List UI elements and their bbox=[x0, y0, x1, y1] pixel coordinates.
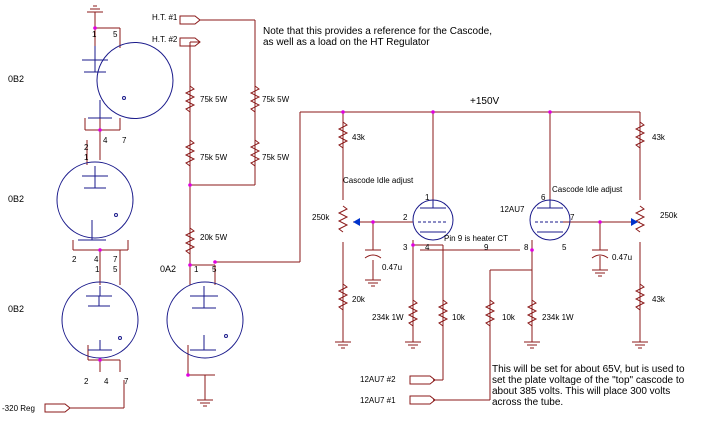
value-r75-4: 75k 5W bbox=[262, 153, 290, 162]
tube-0a2 bbox=[166, 281, 244, 359]
pin: 1 bbox=[95, 265, 100, 274]
value-pot-right: 250k bbox=[660, 211, 678, 220]
pin: 9 bbox=[484, 243, 489, 252]
capacitors bbox=[364, 249, 609, 270]
label-heater: Pin 9 is heater CT bbox=[444, 234, 508, 243]
label-ht2: H.T. #2 bbox=[152, 35, 178, 44]
pin: 2 bbox=[84, 143, 89, 152]
label-ht1: H.T. #1 bbox=[152, 13, 178, 22]
connector-flags bbox=[44, 15, 436, 413]
pin: 2 bbox=[72, 255, 77, 264]
pin: 4 bbox=[425, 243, 430, 252]
label-12au7-2: 12AU7 #2 bbox=[360, 375, 396, 384]
value-r75-2: 75k 5W bbox=[200, 153, 228, 162]
pin: 5 bbox=[113, 30, 118, 39]
note-bottom-line-4: across the tube. bbox=[492, 397, 563, 408]
value-r75-1: 75k 5W bbox=[200, 95, 228, 104]
tube-labels: 0B2 0B2 0B2 0A2 12AU7 bbox=[8, 74, 525, 314]
pin: 7 bbox=[124, 377, 129, 386]
value-c-left: 0.47u bbox=[382, 263, 402, 272]
label-0b2-b: 0B2 bbox=[8, 194, 24, 204]
value-r234-right: 234k 1W bbox=[542, 313, 574, 322]
value-r10k-right: 10k bbox=[502, 313, 516, 322]
component-values: 75k 5W 75k 5W 75k 5W 75k 5W 20k 5W 43k 4… bbox=[200, 95, 678, 322]
value-r20k: 20k bbox=[352, 295, 366, 304]
label-0b2-c: 0B2 bbox=[8, 304, 24, 314]
label-neg-reg: -320 Reg bbox=[2, 404, 35, 413]
pin: 1 bbox=[425, 193, 430, 202]
wiring bbox=[70, 12, 641, 409]
value-r43k-left: 43k bbox=[352, 133, 366, 142]
pin: 7 bbox=[113, 255, 118, 264]
pin: 1 bbox=[84, 153, 89, 162]
pin: 4 bbox=[104, 377, 109, 386]
pin: 6 bbox=[541, 193, 546, 202]
pin: 4 bbox=[94, 255, 99, 264]
value-r20k5w: 20k 5W bbox=[200, 233, 228, 242]
pin: 1 bbox=[92, 30, 97, 39]
note-top-line-1: Note that this provides a reference for … bbox=[263, 26, 492, 37]
pin: 5 bbox=[562, 243, 567, 252]
pin: 2 bbox=[84, 377, 89, 386]
label-12au7-1: 12AU7 #1 bbox=[360, 396, 396, 405]
tube-12au7-left bbox=[412, 199, 454, 241]
label-idle-left: Cascode Idle adjust bbox=[343, 176, 414, 185]
value-r43k-right-top: 43k bbox=[652, 133, 666, 142]
note-bottom-line-3: about 385 volts. This will place 300 vol… bbox=[492, 386, 670, 397]
tube-0b2-bottom bbox=[61, 281, 139, 359]
tube-0b2-middle bbox=[56, 161, 134, 241]
pin: 8 bbox=[524, 243, 529, 252]
tube-0b2-top bbox=[82, 42, 174, 119]
pin-numbers: 1 5 2 1 4 7 2 4 7 1 5 2 4 7 1 5 1 2 3 4 … bbox=[72, 30, 575, 386]
label-12au7: 12AU7 bbox=[500, 205, 525, 214]
value-c-right: 0.47u bbox=[612, 253, 632, 262]
value-r10k-left: 10k bbox=[452, 313, 466, 322]
note-bottom-line-1: This will be set for about 65V, but is u… bbox=[492, 364, 685, 375]
connector-labels: H.T. #1 H.T. #2 -320 Reg 12AU7 #2 12AU7 … bbox=[2, 13, 396, 413]
pin: 7 bbox=[570, 213, 575, 222]
tube-12au7-right bbox=[529, 199, 571, 241]
pin: 4 bbox=[103, 136, 108, 145]
pot-wiper-left bbox=[353, 218, 360, 226]
pin: 5 bbox=[212, 265, 217, 274]
pin: 5 bbox=[113, 265, 118, 274]
pin: 7 bbox=[122, 136, 127, 145]
annotation-notes: Note that this provides a reference for … bbox=[263, 26, 685, 408]
circuit-labels: +150V Cascode Idle adjust Cascode Idle a… bbox=[343, 96, 623, 243]
value-r234-left: 234k 1W bbox=[372, 313, 404, 322]
label-0b2-a: 0B2 bbox=[8, 74, 24, 84]
note-bottom-line-2: set the plate voltage of the "top" casco… bbox=[492, 375, 685, 386]
junction-dots bbox=[93, 26, 602, 377]
note-top-line-2: as well as a load on the HT Regulator bbox=[263, 37, 430, 48]
value-r75-3: 75k 5W bbox=[262, 95, 290, 104]
label-supply: +150V bbox=[470, 96, 500, 107]
value-pot-left: 250k bbox=[312, 213, 330, 222]
ground-symbols bbox=[87, 5, 648, 407]
pot-wiper-right bbox=[631, 218, 638, 226]
value-r43k-right-bottom: 43k bbox=[652, 295, 666, 304]
label-idle-right: Cascode Idle adjust bbox=[552, 185, 623, 194]
pin: 3 bbox=[403, 243, 408, 252]
pin: 1 bbox=[194, 265, 199, 274]
pin: 2 bbox=[403, 213, 408, 222]
label-0a2: 0A2 bbox=[160, 264, 176, 274]
